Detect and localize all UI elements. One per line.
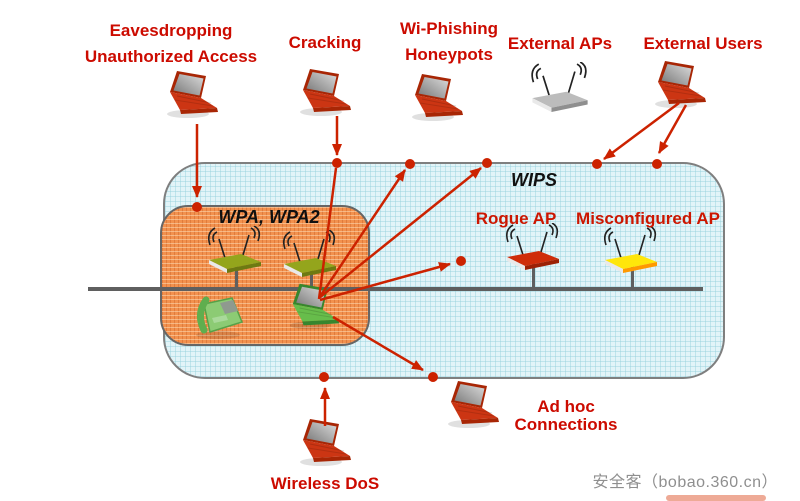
cracking-laptop-icon — [297, 69, 357, 117]
label-line: Cracking — [288, 33, 362, 52]
label-external-users: External Users — [643, 31, 762, 57]
eavesdropping-laptop-icon — [164, 71, 224, 119]
label-wireless-dos: Wireless DoS — [271, 471, 380, 497]
label-external-aps: External APs — [508, 31, 612, 57]
label-rogue-ap: Rogue AP — [475, 209, 557, 228]
label-line: Connections — [514, 415, 618, 434]
label-misconfigured-ap: Misconfigured AP — [576, 209, 720, 228]
rogue-ap-icon — [501, 223, 565, 271]
label-line: Wireless DoS — [270, 474, 380, 493]
wi-phishing-laptop-icon — [409, 74, 469, 122]
external-ap-icon — [526, 62, 594, 113]
ap1-stem — [235, 262, 238, 289]
internal-client-laptop-icon — [287, 283, 345, 331]
network-bus-line — [88, 287, 703, 291]
misconfigured-ap-icon — [599, 226, 663, 274]
label-wips: WIPS — [510, 170, 558, 190]
label-ad-hoc-connections: Ad hoc Connections — [515, 398, 618, 434]
label-line: Eavesdropping — [109, 21, 233, 40]
authorized-ap-1-icon — [203, 226, 267, 274]
arrow-external-user-2 — [657, 104, 688, 154]
label-line: Wi-Phishing — [399, 19, 499, 38]
misconfigured-ap-stem — [631, 262, 634, 289]
label-eavesdropping: Eavesdropping Unauthorized Access — [85, 18, 257, 70]
label-line: Honeypots — [405, 45, 493, 64]
authorized-ap-2-icon — [278, 230, 342, 278]
ap2-stem — [310, 266, 313, 289]
label-line: External Users — [643, 34, 763, 53]
label-wpa: WPA, WPA2 — [218, 207, 320, 227]
arrow-external-user-1 — [603, 101, 680, 161]
watermark-text: 安全客（bobao.360.cn） — [592, 474, 778, 491]
label-line: External APs — [507, 34, 613, 53]
label-line: Ad hoc — [537, 397, 595, 416]
label-cracking: Cracking — [289, 30, 362, 56]
label-line: Unauthorized Access — [84, 47, 258, 66]
ad-hoc-laptop-icon — [445, 381, 505, 429]
voip-phone-icon — [192, 294, 248, 340]
external-users-laptop-icon — [652, 61, 712, 109]
wireless-dos-laptop-icon — [297, 419, 357, 467]
rogue-ap-stem — [532, 262, 535, 289]
watermark-smudge — [666, 495, 766, 501]
label-wi-phishing: Wi-Phishing Honeypots — [400, 16, 498, 68]
